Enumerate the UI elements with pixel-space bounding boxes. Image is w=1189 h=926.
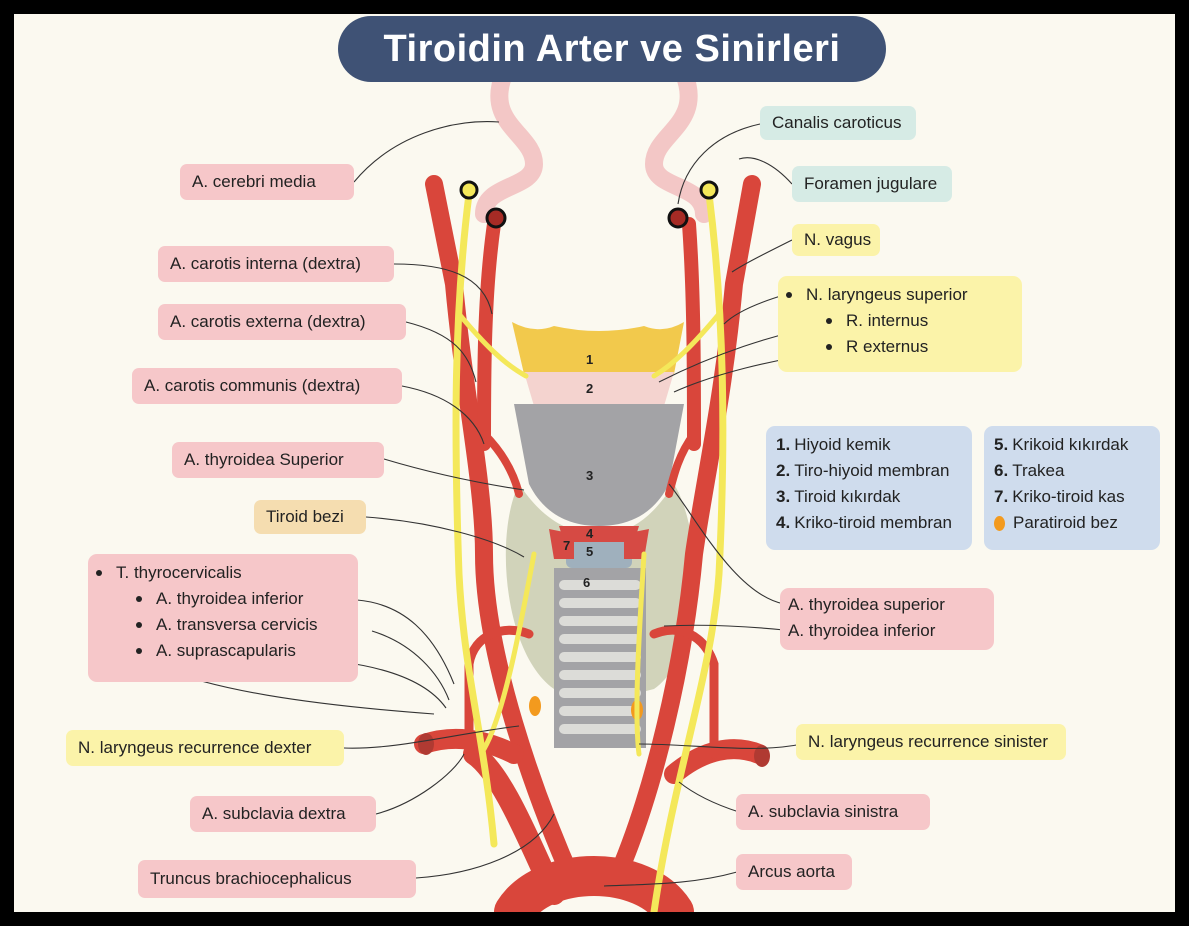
legend-num: 3. xyxy=(776,487,790,507)
digit-4: 4 xyxy=(586,526,593,541)
digit-3: 3 xyxy=(586,468,593,483)
label-n-vagus: N. vagus xyxy=(792,224,880,256)
legend-num: 7. xyxy=(994,487,1008,507)
thyroidea-inferior-label: A. thyroidea inferior xyxy=(156,589,303,609)
legend-item-paratiroid: Paratiroid bez xyxy=(994,510,1160,536)
label-carotis-externa: A. carotis externa (dextra) xyxy=(158,304,406,340)
bullet-icon xyxy=(826,318,832,324)
paratiroid-icon xyxy=(994,516,1005,531)
figure-frame: Tiroidin Arter ve Sinirleri 1 2 3 4 5 6 … xyxy=(14,14,1175,912)
thyrocervical-box: T. thyrocervicalis A. thyroidea inferior… xyxy=(88,554,358,682)
label-carotis-communis: A. carotis communis (dextra) xyxy=(132,368,402,404)
label-recurrens-sinister: N. laryngeus recurrence sinister xyxy=(796,724,1066,760)
subclavia-dextra-end xyxy=(418,733,434,755)
thyrocervical-row-2: A. transversa cervicis xyxy=(96,612,358,638)
digit-6: 6 xyxy=(583,575,590,590)
legend-text: Krikoid kıkırdak xyxy=(1012,435,1128,455)
legend-item-3: 3.Tiroid kıkırdak xyxy=(776,484,972,510)
parathyroid-left xyxy=(529,696,541,716)
label-thyroidea-superior-right: A. thyroidea Superior xyxy=(172,442,384,478)
digit-5: 5 xyxy=(586,544,593,559)
leader-subclavia-sinistra xyxy=(679,782,739,812)
label-arcus-aorta: Arcus aorta xyxy=(736,854,852,890)
bullet-icon xyxy=(136,622,142,628)
legend-right: 5.Krikoid kıkırdak 6.Trakea 7.Kriko-tiro… xyxy=(984,426,1160,550)
label-subclavia-sinistra: A. subclavia sinistra xyxy=(736,794,930,830)
transversa-cervicis-label: A. transversa cervicis xyxy=(156,615,318,635)
bullet-icon xyxy=(786,292,792,298)
legend-text: Kriko-tiroid kas xyxy=(1012,487,1124,507)
legend-item-4: 4.Kriko-tiroid membran xyxy=(776,510,972,536)
label-recurrens-dexter: N. laryngeus recurrence dexter xyxy=(66,730,344,766)
thyroidea-inferior-left-row: A. thyroidea inferior xyxy=(788,618,994,644)
trachea-rings xyxy=(559,580,641,734)
legend-text: Tiro-hiyoid membran xyxy=(794,461,949,481)
label-cerebri-media: A. cerebri media xyxy=(180,164,354,200)
thyrocervical-row-3: A. suprascapularis xyxy=(96,638,358,664)
left-thyroid-box: A. thyroidea superior A. thyroidea infer… xyxy=(780,588,994,650)
leader-transversa-cervicis xyxy=(372,631,449,700)
legend-item-2: 2.Tiro-hiyoid membran xyxy=(776,458,972,484)
legend-num: 2. xyxy=(776,461,790,481)
page-title: Tiroidin Arter ve Sinirleri xyxy=(338,16,886,82)
legend-text: Kriko-tiroid membran xyxy=(794,513,952,533)
legend-item-7: 7.Kriko-tiroid kas xyxy=(994,484,1160,510)
r-internus-label: R. internus xyxy=(846,311,928,331)
suprascapularis-label: A. suprascapularis xyxy=(156,641,296,661)
bullet-icon xyxy=(96,570,102,576)
legend-text: Tiroid kıkırdak xyxy=(794,487,900,507)
legend-item-6: 6.Trakea xyxy=(994,458,1160,484)
legend-num: 5. xyxy=(994,435,1008,455)
legend-item-5: 5.Krikoid kıkırdak xyxy=(994,432,1160,458)
label-tiroid-bezi: Tiroid bezi xyxy=(254,500,366,534)
legend-left: 1.Hiyoid kemik 2.Tiro-hiyoid membran 3.T… xyxy=(766,426,972,550)
legend-num: 4. xyxy=(776,513,790,533)
hyoid-bone-shape xyxy=(512,322,684,374)
thyrohyoid-membrane-shape xyxy=(524,372,674,406)
label-carotis-interna: A. carotis interna (dextra) xyxy=(158,246,394,282)
cerebri-media-vessel-left xyxy=(654,74,704,214)
legend-num: 1. xyxy=(776,435,790,455)
artery-end-right xyxy=(487,209,505,227)
legend-text: Trakea xyxy=(1012,461,1064,481)
leader-thyroidea-inferior xyxy=(357,600,454,684)
label-subclavia-dextra: A. subclavia dextra xyxy=(190,796,376,832)
legend-text: Hiyoid kemik xyxy=(794,435,890,455)
laryngeus-row-externus: R externus xyxy=(786,334,1022,360)
laryngeus-row-main: N. laryngeus superior xyxy=(786,282,1022,308)
cerebri-media-vessel-right xyxy=(484,74,534,214)
legend-item-1: 1.Hiyoid kemik xyxy=(776,432,972,458)
laryngeus-box: N. laryngeus superior R. internus R exte… xyxy=(778,276,1022,372)
carotis-interna-sinistra xyxy=(689,224,694,444)
thyroidea-superior-left-row: A. thyroidea superior xyxy=(788,592,994,618)
bullet-icon xyxy=(136,648,142,654)
laryngeus-row-internus: R. internus xyxy=(786,308,1022,334)
digit-7: 7 xyxy=(563,538,570,553)
bullet-icon xyxy=(136,596,142,602)
r-externus-label: R externus xyxy=(846,337,928,357)
digit-2: 2 xyxy=(586,381,593,396)
carotis-interna-dextra xyxy=(484,224,494,444)
digit-1: 1 xyxy=(586,352,593,367)
bullet-icon xyxy=(826,344,832,350)
thyrocervical-label: T. thyrocervicalis xyxy=(116,563,242,583)
label-foramen-jugulare: Foramen jugulare xyxy=(792,166,952,202)
foramen-jugulare-right xyxy=(461,182,477,198)
arcus-aorta-vessel xyxy=(514,876,674,912)
legend-num: 6. xyxy=(994,461,1008,481)
artery-end-left xyxy=(669,209,687,227)
thyrocervical-row-main: T. thyrocervicalis xyxy=(96,560,358,586)
laryngeus-superior-label: N. laryngeus superior xyxy=(806,285,968,305)
label-truncus: Truncus brachiocephalicus xyxy=(138,860,416,898)
leader-tiroid-bezi xyxy=(366,517,524,557)
thyrocervical-row-1: A. thyroidea inferior xyxy=(96,586,358,612)
leader-subclavia-dextra xyxy=(376,754,464,814)
leader-cerebri-media xyxy=(354,122,499,182)
legend-text: Paratiroid bez xyxy=(1013,513,1118,533)
foramen-jugulare-left xyxy=(701,182,717,198)
cricoid-cartilage-shape xyxy=(566,542,632,568)
carotis-externa-dextra-branch xyxy=(484,434,519,494)
label-canalis-caroticus: Canalis caroticus xyxy=(760,106,916,140)
